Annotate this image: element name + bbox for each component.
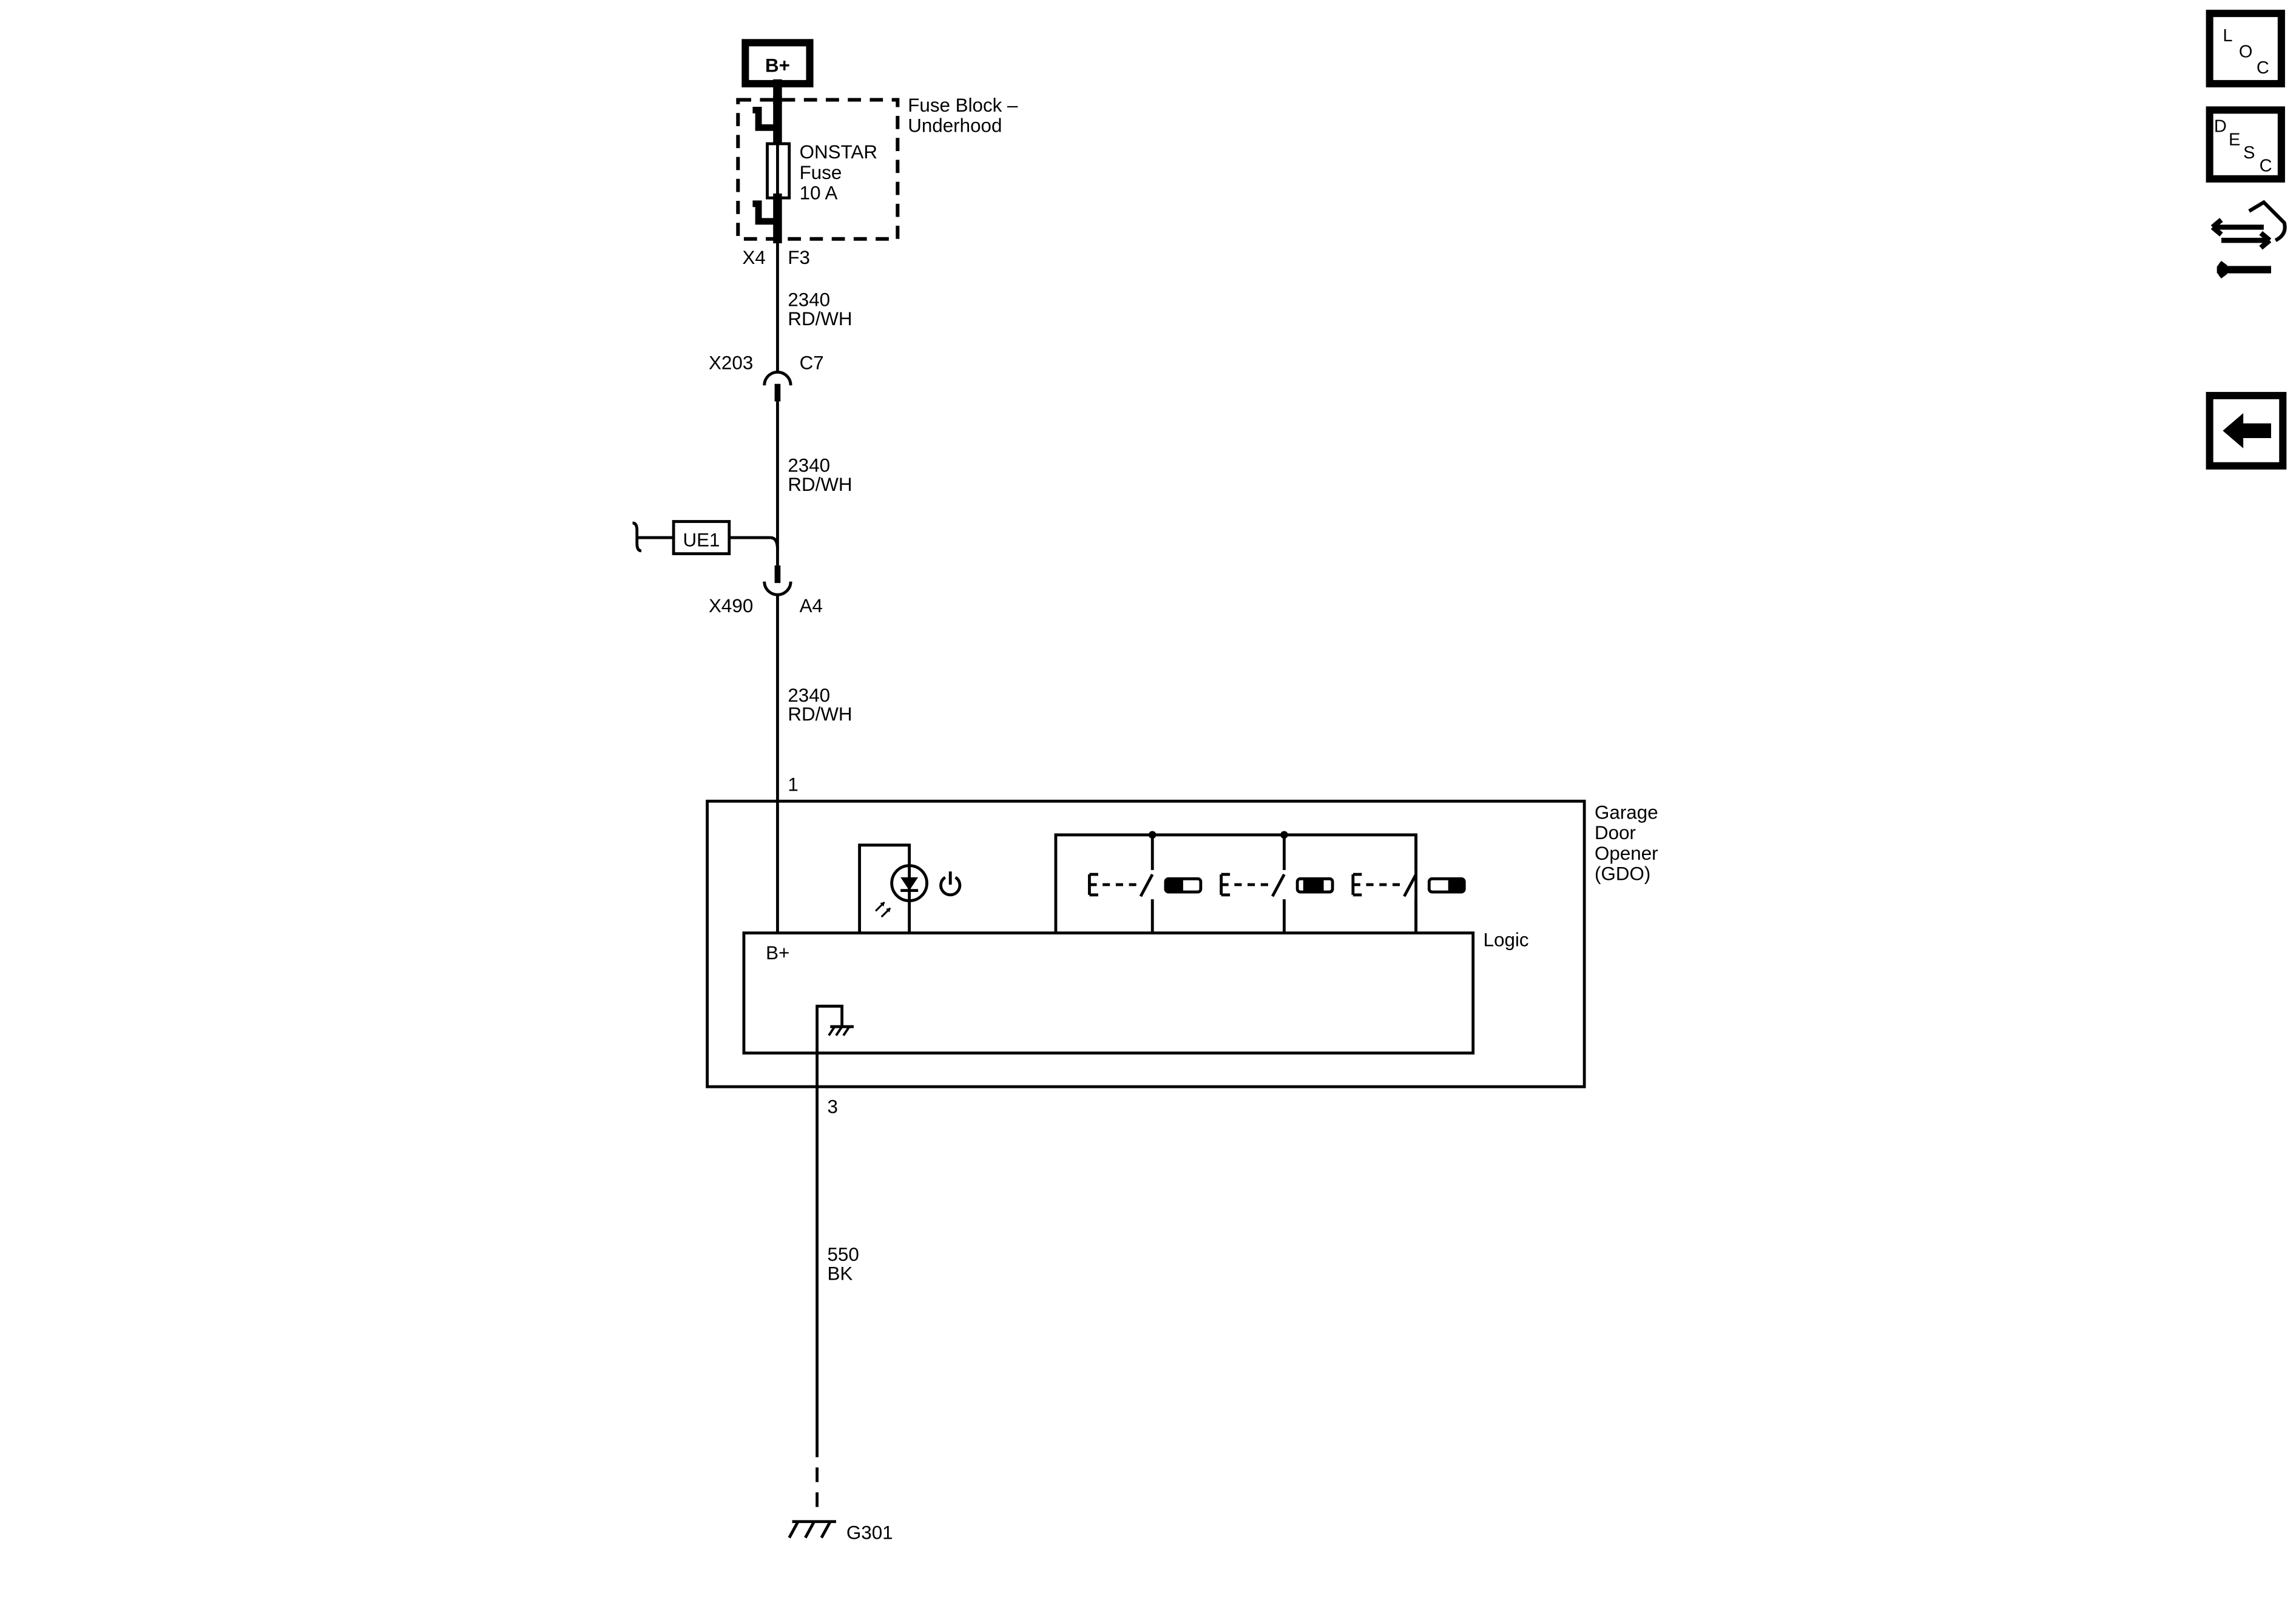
description-button-letter-2: E [2229,130,2240,149]
wire-3-color: RD/WH [788,704,852,725]
location-button-letter-1: L [2223,26,2232,46]
ground-g301: G301 [788,1520,893,1544]
connector-wrench-icon[interactable] [2210,200,2287,279]
location-button[interactable]: L O C [2206,10,2285,87]
logic-bplus-label: B+ [766,942,789,964]
gdo-label-1: Garage [1595,802,1658,823]
wire-2-color: RD/WH [788,474,852,495]
connector-x203-pin: C7 [800,353,824,374]
power-label: B+ [765,55,790,76]
description-button-letter-1: D [2214,117,2227,137]
logic-block [742,931,1475,1055]
fuse-block-connector-label: X4 [743,247,766,268]
gdo-label-3: Opener [1595,843,1658,864]
wire-4-circuit: 550 [827,1244,859,1265]
back-arrow-icon [2223,413,2271,448]
fuse-block-underhood: ONSTAR Fuse 10 A Fuse Block – Underhood … [736,95,1018,268]
connector-x490-pin: A4 [800,595,823,616]
description-button[interactable]: D E S C [2206,106,2285,183]
switch-2-icon [1220,834,1334,933]
wire-3-circuit: 2340 [788,684,830,706]
connector-x203: X203 C7 [709,353,824,402]
connector-x490-label: X490 [709,595,753,616]
splice-label: UE1 [683,530,720,551]
fuse-type-label: Fuse [800,162,842,183]
gdo-ground-pin: 3 [827,1096,837,1117]
description-button-letter-4: C [2260,157,2272,176]
ground-label: G301 [846,1522,893,1544]
led-indicator-icon [858,843,929,933]
fuse-block-label-1: Fuse Block – [908,95,1018,116]
garage-door-opener-module: Garage Door Opener (GDO) Logic B+ [706,800,1658,1089]
fuse-block-label-2: Underhood [908,115,1002,137]
description-button-letter-3: S [2243,143,2255,163]
splice-ue1: UE1 [632,520,779,556]
internal-ground-icon [815,1004,854,1087]
connector-x490: X490 A4 [709,565,823,616]
power-symbol-icon [939,871,962,897]
wire-4-color: BK [827,1263,853,1284]
fuse-name-label: ONSTAR [800,141,877,163]
back-button[interactable] [2206,391,2287,470]
gdo-label-2: Door [1595,822,1636,843]
location-button-letter-3: C [2257,58,2269,78]
fuse-rating-label: 10 A [800,183,838,204]
switch-3-icon [1351,834,1466,933]
switch-1-icon [1088,834,1203,933]
wire-2-circuit: 2340 [788,454,830,476]
fuse-block-pin-label: F3 [788,247,810,268]
connector-x203-label: X203 [709,353,753,374]
gdo-label-4: (GDO) [1595,863,1650,885]
gdo-power-pin: 1 [788,774,798,795]
battery-power-source: B+ [741,39,814,87]
location-button-letter-2: O [2239,42,2253,61]
wire-1-color: RD/WH [788,308,852,329]
wire-1-circuit: 2340 [788,289,830,311]
logic-label: Logic [1484,929,1529,950]
